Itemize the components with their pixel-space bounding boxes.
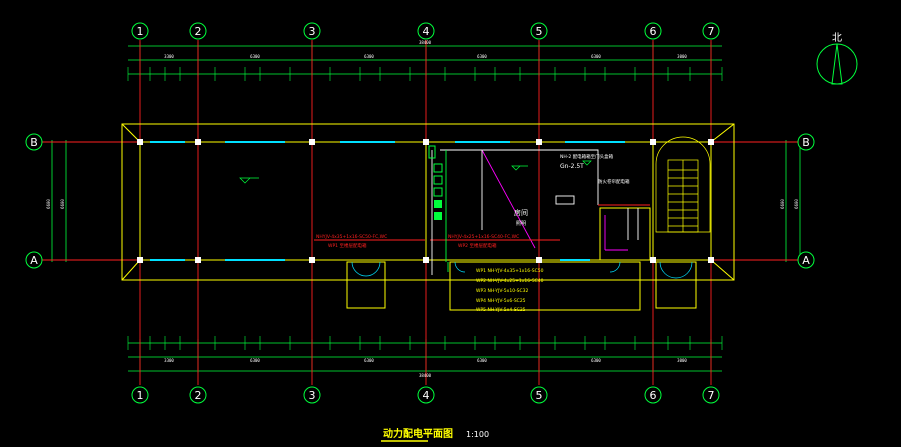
svg-text:房间: 房间 [514, 208, 528, 217]
grid-bubble-labels: 1 2 3 4 5 6 7 1 2 3 4 5 6 7 B A B A [30, 25, 810, 402]
svg-text:6300: 6300 [591, 358, 601, 363]
svg-text:1: 1 [137, 25, 144, 38]
drawing-scale: 1:100 [466, 430, 489, 439]
grid-axis-lines [42, 40, 798, 385]
svg-text:6300: 6300 [250, 54, 260, 59]
svg-text:3300: 3300 [164, 358, 174, 363]
svg-text:38400: 38400 [419, 40, 432, 45]
side-dimension-texts: 6600 6600 6600 6600 [46, 199, 799, 209]
svg-text:2: 2 [195, 25, 202, 38]
building-walls [121, 123, 735, 311]
svg-text:WP1 至楼层配电箱: WP1 至楼层配电箱 [328, 242, 367, 249]
svg-text:A: A [30, 254, 38, 267]
svg-text:6300: 6300 [364, 54, 374, 59]
drawing-title: 动力配电平面图 [383, 427, 453, 440]
svg-text:6300: 6300 [477, 54, 487, 59]
svg-text:6600: 6600 [780, 199, 785, 209]
svg-text:A: A [802, 254, 810, 267]
svg-text:6300: 6300 [364, 358, 374, 363]
svg-text:NH-2 配电箱箱至门头盒箱: NH-2 配电箱箱至门头盒箱 [560, 153, 614, 160]
annotation-notes: NH-2 配电箱箱至门头盒箱 Gn-2.5T 防火卷帘配电箱 NHYJV-4x3… [316, 153, 630, 313]
svg-text:6300: 6300 [591, 54, 601, 59]
svg-text:6300: 6300 [477, 358, 487, 363]
svg-text:2: 2 [195, 389, 202, 402]
svg-text:3300: 3300 [164, 54, 174, 59]
svg-text:WP4 NH-YJV-5x6-SC25: WP4 NH-YJV-5x6-SC25 [476, 298, 526, 304]
top-dimension-texts: 38400 3300 6300 6300 6300 6300 3000 [164, 40, 687, 59]
svg-text:3: 3 [309, 25, 316, 38]
columns [137, 139, 714, 263]
svg-text:B: B [802, 136, 810, 149]
svg-text:1: 1 [137, 389, 144, 402]
svg-text:WP1 NH-YJV-4x35+1x16-SC50: WP1 NH-YJV-4x35+1x16-SC50 [476, 268, 544, 274]
svg-text:防火卷帘配电箱: 防火卷帘配电箱 [598, 178, 630, 185]
level-markers [239, 160, 592, 184]
svg-text:WP3 NH-YJV-5x10-SC32: WP3 NH-YJV-5x10-SC32 [476, 288, 529, 294]
svg-text:WP5 NH-YJV-5x4-SC25: WP5 NH-YJV-5x4-SC25 [476, 307, 526, 313]
svg-text:5: 5 [536, 389, 543, 402]
svg-text:4: 4 [423, 25, 430, 38]
svg-text:NHYJV-4x35+1x16-SC50-FC,WC: NHYJV-4x35+1x16-SC50-FC,WC [316, 234, 387, 240]
grid-bubbles [25, 22, 815, 404]
svg-text:7: 7 [708, 389, 715, 402]
svg-text:38400: 38400 [419, 373, 432, 378]
svg-text:6600: 6600 [46, 199, 51, 209]
svg-text:5: 5 [536, 25, 543, 38]
svg-text:4: 4 [423, 389, 430, 402]
svg-text:Gn-2.5T: Gn-2.5T [560, 163, 584, 170]
north-arrow: 北 [816, 32, 858, 85]
svg-text:3000: 3000 [677, 358, 687, 363]
drawing-title-block: 动力配电平面图 1:100 [381, 427, 489, 442]
svg-text:3: 3 [309, 389, 316, 402]
svg-text:照明: 照明 [516, 221, 526, 227]
doors [351, 261, 693, 279]
svg-text:6: 6 [650, 25, 657, 38]
svg-text:NHYJV-4x25+1x16-SC40-FC,WC: NHYJV-4x25+1x16-SC40-FC,WC [448, 234, 519, 240]
svg-text:B: B [30, 136, 38, 149]
svg-text:WP2 至楼层配电箱: WP2 至楼层配电箱 [458, 242, 497, 249]
svg-text:6: 6 [650, 389, 657, 402]
svg-text:6600: 6600 [60, 199, 65, 209]
svg-text:3000: 3000 [677, 54, 687, 59]
svg-text:6300: 6300 [250, 358, 260, 363]
svg-text:北: 北 [832, 32, 842, 44]
svg-text:6600: 6600 [794, 199, 799, 209]
stair [655, 136, 711, 233]
wiring [314, 149, 650, 275]
svg-text:7: 7 [708, 25, 715, 38]
distribution-panels [428, 145, 443, 220]
svg-text:WP2 NH-YJV-4x25+1x16-SC40: WP2 NH-YJV-4x25+1x16-SC40 [476, 278, 544, 284]
windows [150, 141, 625, 261]
bottom-dimension-texts: 38400 3300 6300 6300 6300 6300 3000 [164, 358, 687, 378]
